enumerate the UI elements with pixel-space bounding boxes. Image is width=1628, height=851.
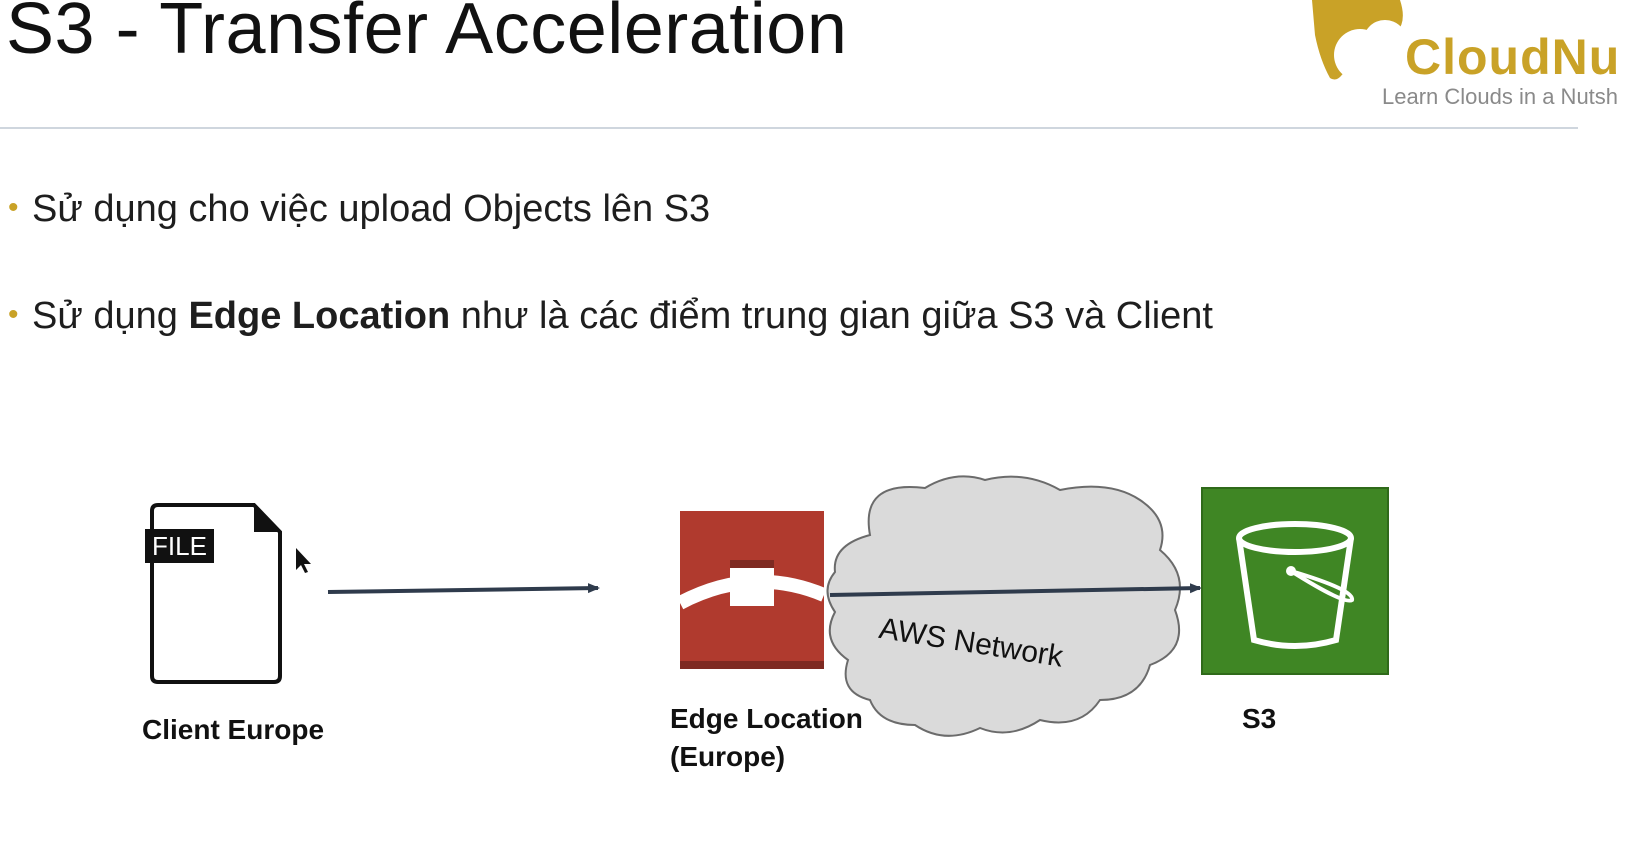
title-divider (0, 127, 1578, 129)
bullet-text: Sử dụng cho việc upload Objects lên S3 (32, 188, 711, 230)
logo-tagline: Learn Clouds in a Nutsh (1382, 84, 1619, 109)
bullet-dot-icon: • (8, 191, 19, 224)
edge-location-icon (676, 511, 827, 669)
client-to-edge-arrow (327, 583, 600, 594)
bullet-prefix: Sử dụng (32, 295, 189, 337)
bullet-bold-term: Edge Location (188, 295, 451, 337)
file-tag-label: FILE (145, 529, 214, 563)
aws-network-cloud-icon (826, 475, 1181, 737)
edge-location-label-line2: (Europe) (670, 741, 786, 772)
bullet-suffix: như là các điểm trung gian giữa S3 và Cl… (450, 295, 1213, 337)
logo-brand-text: CloudNu (1405, 29, 1621, 85)
bullet-item-2: • Sử dụng Edge Location như là các điểm t… (8, 295, 1213, 338)
edge-to-s3-arrow (829, 583, 1202, 597)
bullet-dot-icon: • (8, 298, 19, 331)
mouse-cursor-icon (296, 548, 311, 573)
bullet-item-1: • Sử dụng cho việc upload Objects lên S3 (8, 188, 710, 231)
slide-title: S3 - Transfer Acceleration (6, 0, 848, 69)
s3-label: S3 (1242, 703, 1277, 734)
client-europe-label: Client Europe (142, 714, 325, 745)
cloudnut-logo-icon (1312, 0, 1407, 81)
s3-bucket-icon (1201, 487, 1389, 675)
edge-location-label-line1: Edge Location (670, 703, 863, 734)
